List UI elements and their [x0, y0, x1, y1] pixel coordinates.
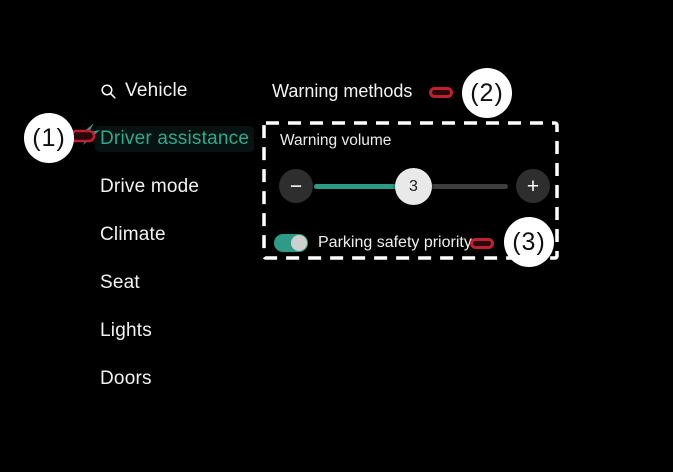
volume-value: 3	[409, 177, 418, 195]
minus-icon: −	[289, 174, 303, 198]
sidebar-item-vehicle[interactable]: Vehicle	[100, 67, 285, 115]
annotation-circle-3: (3)	[504, 217, 554, 267]
sidebar-item-drive-mode[interactable]: Drive mode	[100, 163, 285, 211]
tap-pointer-icon	[70, 123, 100, 145]
volume-slider-fill	[314, 184, 414, 189]
annotation-circle-2: (2)	[462, 68, 512, 118]
sidebar-item-label: Lights	[100, 320, 152, 341]
sidebar-item-label: Doors	[100, 368, 152, 389]
parking-safety-toggle[interactable]	[274, 234, 308, 252]
sidebar-item-lights[interactable]: Lights	[100, 307, 285, 355]
sidebar-item-label: Drive mode	[100, 176, 200, 197]
sidebar-item-doors[interactable]: Doors	[100, 355, 285, 403]
toggle-knob	[291, 235, 307, 251]
annotation-pointer-pill-2	[429, 87, 453, 98]
annotation-circle-1: (1)	[24, 113, 74, 163]
volume-slider-knob[interactable]: 3	[395, 168, 432, 205]
sidebar-item-label: Seat	[100, 272, 140, 293]
volume-slider-track[interactable]: 3	[314, 168, 508, 205]
volume-decrease-button[interactable]: −	[279, 169, 313, 203]
sidebar-item-label: Vehicle	[125, 80, 188, 101]
sidebar-item-label: Climate	[100, 224, 166, 245]
parking-safety-label: Parking safety priority	[318, 234, 472, 251]
annotation-label: (3)	[512, 227, 546, 256]
annotation-label: (2)	[470, 78, 504, 107]
search-icon	[101, 83, 116, 99]
warning-volume-label: Warning volume	[280, 132, 392, 149]
sidebar-item-label: Driver assistance	[95, 126, 255, 152]
volume-increase-button[interactable]: +	[516, 169, 550, 203]
sidebar-item-seat[interactable]: Seat	[100, 259, 285, 307]
section-title-warning-methods: Warning methods	[272, 81, 413, 101]
plus-icon: +	[526, 174, 540, 198]
annotation-pointer-pill-3	[470, 238, 494, 249]
sidebar-item-climate[interactable]: Climate	[100, 211, 285, 259]
settings-sidebar: Vehicle Driver assistance Drive mode Cli…	[95, 67, 285, 403]
annotation-label: (1)	[32, 123, 66, 152]
sidebar-item-driver-assistance[interactable]: Driver assistance	[95, 115, 285, 163]
